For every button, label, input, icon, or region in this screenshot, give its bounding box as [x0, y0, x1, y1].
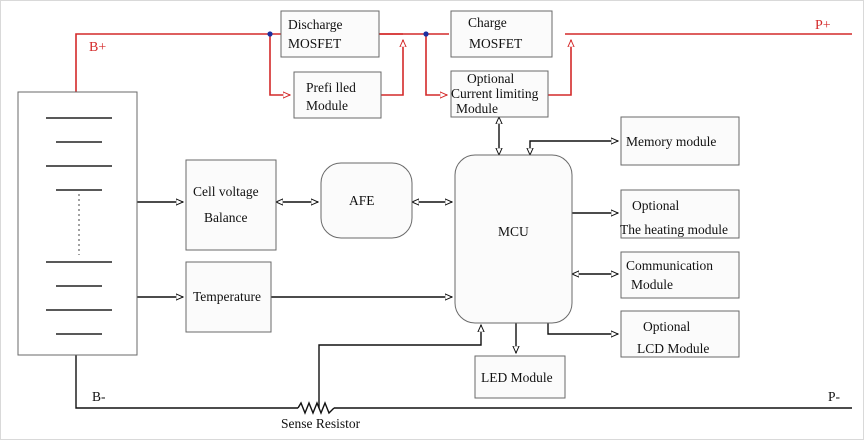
b-plus-label: B+	[89, 40, 106, 55]
b-minus-label: B-	[92, 389, 106, 404]
temperature-label: Temperature	[193, 289, 261, 304]
discharge-line-1: Discharge	[288, 17, 342, 32]
sense-resistor-label: Sense Resistor	[281, 416, 361, 431]
current-limiting-line-1: Optional	[467, 71, 514, 86]
communication-line-2: Module	[631, 277, 673, 292]
memory-label: Memory module	[626, 134, 716, 149]
negative-path	[75, 325, 852, 415]
discharge-mosfet-block: Discharge MOSFET	[280, 10, 380, 58]
current-limiting-line-3: Module	[456, 101, 498, 116]
memory-module-block: Memory module	[620, 116, 740, 166]
current-limiting-block: Optional Current limiting Module	[450, 70, 549, 118]
afe-block: AFE	[320, 162, 413, 239]
led-module-block: LED Module	[474, 355, 566, 399]
signal-wires	[137, 117, 618, 353]
discharge-line-2: MOSFET	[288, 36, 342, 51]
prefilled-line-1: Prefi lled	[306, 80, 356, 95]
heating-module-block: Optional The heating module	[620, 189, 740, 239]
charge-line-1: Charge	[468, 15, 507, 30]
led-label: LED Module	[481, 370, 553, 385]
lcd-module-block: Optional LCD Module	[620, 310, 740, 358]
communication-module-block: Communication Module	[620, 251, 740, 299]
communication-line-1: Communication	[626, 258, 713, 273]
balance-line-2: Balance	[204, 210, 247, 225]
charge-line-2: MOSFET	[469, 36, 523, 51]
cell-voltage-balance-block: Cell voltage Balance	[185, 159, 277, 251]
balance-line-1: Cell voltage	[193, 184, 259, 199]
mcu-label: MCU	[498, 224, 529, 239]
heating-line-2: The heating module	[620, 222, 728, 237]
afe-label: AFE	[349, 193, 375, 208]
mcu-block: MCU	[454, 154, 573, 324]
lcd-line-2: LCD Module	[637, 341, 709, 356]
current-limiting-line-2: Current limiting	[451, 86, 539, 101]
battery-pack	[17, 91, 138, 356]
heating-line-1: Optional	[632, 198, 679, 213]
p-plus-label: P+	[815, 18, 831, 33]
prefilled-line-2: Module	[306, 98, 348, 113]
prefilled-module-block: Prefi lled Module	[293, 71, 382, 119]
p-minus-label: P-	[828, 389, 841, 404]
temperature-block: Temperature	[185, 261, 272, 333]
lcd-line-1: Optional	[643, 319, 690, 334]
charge-mosfet-block: Charge MOSFET	[450, 10, 553, 58]
